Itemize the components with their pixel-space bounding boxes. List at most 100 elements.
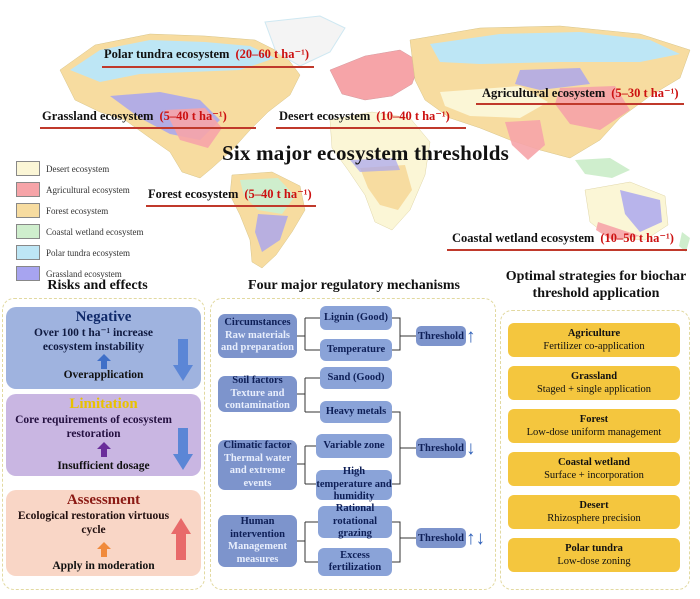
strategy-detail: Low-dose uniform management [526,427,662,438]
mechanisms-panel [210,298,496,590]
negative-box: Negative Over 100 t ha⁻¹ increase ecosys… [6,307,201,389]
southeast-asia-islands [575,158,630,178]
legend-item: Coastal wetland ecosystem [16,221,143,242]
strategy-polar-tundra: Polar tundra Low-dose zoning [508,538,680,572]
strategies-title: Optimal strategies for biochar threshold… [505,269,687,301]
underline [102,66,314,68]
strategy-heading: Coastal wetland [557,457,631,468]
limitation-box: Limitation Core requirements of ecosyste… [6,394,201,476]
australia-grassland [620,190,662,232]
up-arrow-icon [171,518,191,560]
strategy-heading: Desert [579,500,609,511]
underline [447,249,687,251]
negative-subtext: Overapplication [63,369,144,381]
strategy-desert: Desert Rhizosphere precision [508,495,680,529]
legend-swatch [16,266,40,281]
limitation-text: Core requirements of ecosystem restorati… [15,414,172,440]
item-temperature: Temperature [320,339,392,361]
label-name: Polar tundra ecosystem [104,47,230,61]
map-title: Six major ecosystem thresholds [222,141,509,165]
category-soil-factors: Soil factors Texture and contamination [218,375,297,412]
asia-grassland [515,68,590,90]
india-farmland [505,120,545,160]
assessment-text: Ecological restoration virtuous cycle [17,510,170,536]
item-lignin: Lignin (Good) [320,306,392,330]
europe-landmass [329,49,421,101]
category-heading: Climatic factor [223,440,292,451]
category-heading: Circumstances [224,317,291,329]
label-name: Desert ecosystem [279,109,371,123]
asia-tundra [430,32,680,64]
legend-swatch [16,161,40,176]
assessment-heading: Assessment [66,492,141,508]
north-america-tundra [70,40,275,82]
item-high-temperature-humidity: High temperature and humidity [316,466,392,503]
category-subtext: Texture and contamination [225,387,290,412]
underline [276,127,466,129]
category-heading: Human intervention [230,516,285,540]
legend-swatch [16,224,40,239]
label-name: Coastal wetland ecosystem [452,231,595,245]
threshold-up-down-arrow-icon: ↑↓ [466,528,485,549]
category-circumstances: Circumstances Raw materials and preparat… [218,314,297,358]
strategy-detail: Low-dose zoning [557,556,631,567]
legend-label: Grassland ecosystem [46,268,122,279]
underline [40,127,256,129]
label-value: (5–40 t ha⁻¹) [244,187,312,201]
label-name: Forest ecosystem [148,187,239,201]
up-arrow-icon [97,442,111,457]
polar-tundra-label: Polar tundra ecosystem (20–60 t ha⁻¹) [104,46,309,62]
strategies-panel [500,310,690,590]
legend-label: Desert ecosystem [46,163,110,174]
item-rotational-grazing: Rational rotational grazing [318,503,392,539]
item-excess-fertilization: Excess fertilization [318,548,392,576]
strategy-detail: Fertilizer co-application [543,341,645,352]
desert-label: Desert ecosystem(10–40 t ha⁻¹) [279,108,450,124]
south-america-grassland [255,214,288,252]
new-zealand-islands [679,232,690,252]
strategy-agriculture: Agriculture Fertilizer co-application [508,323,680,357]
label-name: Agricultural ecosystem [482,86,606,100]
greenland-landmass [264,15,346,67]
down-arrow-icon [173,428,193,470]
grassland-label: Grassland ecosystem(5–40 t ha⁻¹) [42,108,227,124]
category-heading: Soil factors [232,375,283,387]
australia-coast [596,222,640,240]
up-arrow-icon [97,354,111,369]
strategy-detail: Staged + single application [536,384,652,395]
assessment-subtext: Apply in moderation [52,560,155,572]
label-value: (5–30 t ha⁻¹) [611,86,679,100]
threshold-up-arrow-icon: ↑ [466,326,476,347]
category-subtext: Thermal water and extreme events [223,452,292,489]
legend-item: Polar tundra ecosystem [16,242,143,263]
risks-panel [2,298,205,590]
africa-forest [360,165,412,210]
strategy-heading: Forest [579,414,609,425]
category-climatic-factor: Climatic factor Thermal water and extrem… [218,440,297,490]
forest-label: Forest ecosystem (5–40 t ha⁻¹) [148,186,312,202]
asia-desert [440,86,548,118]
strategy-grassland: Grassland Staged + single application [508,366,680,400]
strategy-detail: Surface + incorporation [544,470,644,481]
coastal-wetland-label: Coastal wetland ecosystem(10–50 t ha⁻¹) [452,230,674,246]
legend-label: Agricultural ecosystem [46,184,130,195]
limitation-subtext: Insufficient dosage [57,460,150,472]
legend-label: Forest ecosystem [46,205,109,216]
category-subtext: Raw materials and preparation [220,329,295,354]
risks-title: Risks and effects [47,278,148,293]
item-heavy-metals: Heavy metals [320,401,392,423]
underline [146,205,316,207]
threshold-down-arrow-icon: ↓ [466,438,476,459]
legend-item: Grassland ecosystem [16,263,143,284]
limitation-heading: Limitation [69,396,138,412]
legend-item: Forest ecosystem [16,200,143,221]
threshold-box: Threshold [416,528,466,548]
legend-swatch [16,203,40,218]
legend-label: Coastal wetland ecosystem [46,226,144,237]
agricultural-label: Agricultural ecosystem (5–30 t ha⁻¹) [482,85,679,101]
asia-farmland [555,86,630,130]
threshold-box: Threshold [416,438,466,458]
mechanisms-title: Four major regulatory mechanisms [248,278,460,293]
label-value: (20–60 t ha⁻¹) [235,47,309,61]
strategy-heading: Grassland [570,371,618,382]
